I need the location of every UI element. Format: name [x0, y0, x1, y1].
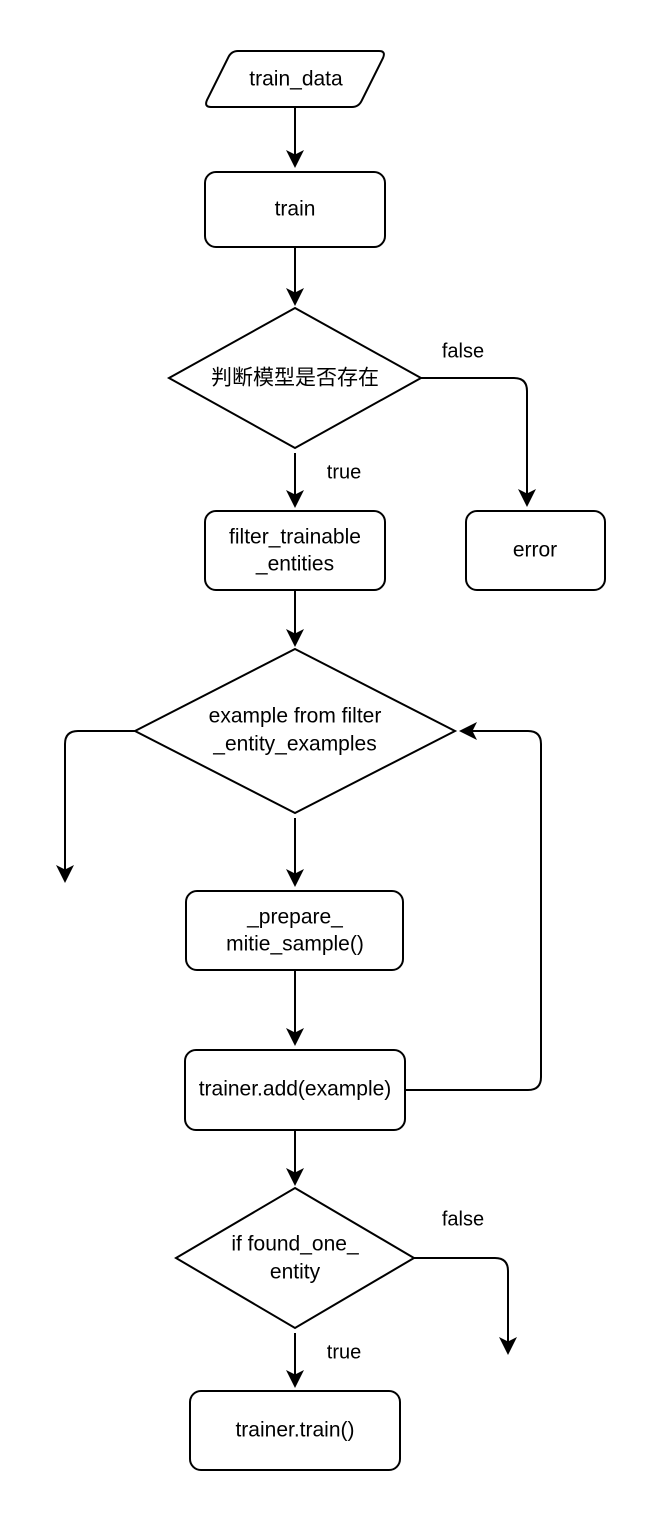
node-filter-trainable-entities-label-line2: _entities: [255, 553, 334, 576]
node-prepare-mitie-sample-label-line2: mitie_sample(): [226, 933, 364, 956]
node-prepare-mitie-sample[interactable]: _prepare_ mitie_sample(): [185, 890, 404, 971]
node-example-loop-label-line1: example from filter: [209, 705, 382, 728]
edge-layer: [56, 108, 542, 1388]
edge-label-model-exists-false: false: [442, 340, 484, 362]
parallelogram-shape: [205, 50, 385, 108]
edge-trainer-add-loop-back: [405, 722, 542, 1091]
node-train[interactable]: train: [204, 171, 386, 248]
node-example-loop-label-line2: _entity_examples: [212, 733, 376, 756]
node-example-loop[interactable]: example from filter _entity_examples: [132, 647, 458, 815]
node-model-exists[interactable]: 判断模型是否存在: [166, 306, 424, 450]
node-error[interactable]: error: [465, 510, 606, 591]
node-error-label: error: [513, 539, 557, 562]
edge-model-exists-false-to-error: [421, 377, 536, 507]
edge-example-loop-exit-left: [56, 730, 145, 883]
edge-label-found-one-entity-false: false: [442, 1208, 484, 1230]
rounded-rect-shape: [204, 171, 386, 248]
node-found-one-entity-label-line2: entity: [270, 1261, 321, 1284]
node-filter-trainable-entities[interactable]: filter_trainable _entities: [204, 510, 386, 591]
node-trainer-add[interactable]: trainer.add(example): [184, 1049, 406, 1131]
node-found-one-entity[interactable]: if found_one_ entity: [174, 1186, 416, 1330]
node-trainer-train[interactable]: trainer.train(): [189, 1390, 401, 1471]
edge-label-layer: false true false true: [327, 340, 484, 1363]
rounded-rect-shape: [184, 1049, 406, 1131]
node-prepare-mitie-sample-label-line1: _prepare_: [246, 906, 343, 929]
node-train-data-label: train_data: [249, 68, 343, 91]
edge-label-found-one-entity-true: true: [327, 1341, 361, 1363]
node-filter-trainable-entities-label-line1: filter_trainable: [229, 526, 361, 549]
diamond-shape: [166, 306, 424, 450]
diamond-shape: [132, 647, 458, 815]
node-train-data[interactable]: train_data: [205, 50, 385, 108]
diamond-shape: [174, 1186, 416, 1330]
node-train-label: train: [275, 198, 316, 221]
node-found-one-entity-label-line1: if found_one_: [231, 1233, 359, 1256]
node-layer: train_data train 判断模型是否存在 filter_trainab…: [132, 50, 606, 1471]
node-model-exists-label: 判断模型是否存在: [211, 367, 379, 390]
node-trainer-train-label: trainer.train(): [235, 1419, 354, 1442]
rounded-rect-shape: [189, 1390, 401, 1471]
edge-found-one-entity-false: [414, 1257, 517, 1355]
edge-label-model-exists-true: true: [327, 461, 361, 483]
node-trainer-add-label: trainer.add(example): [199, 1078, 392, 1101]
rounded-rect-shape: [465, 510, 606, 591]
rounded-rect-shape: [185, 890, 404, 971]
rounded-rect-shape: [204, 510, 386, 591]
